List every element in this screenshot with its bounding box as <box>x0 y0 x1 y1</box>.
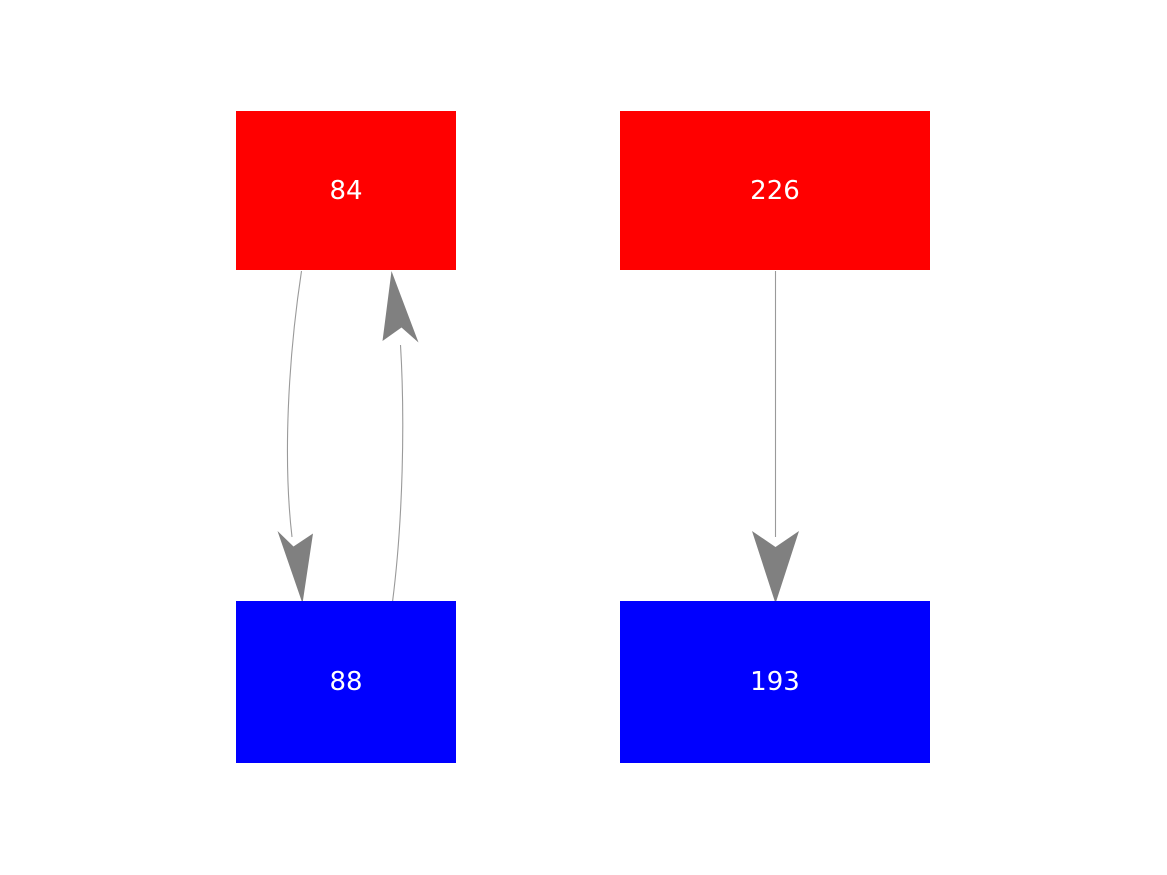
node-193-label: 193 <box>750 667 800 697</box>
node-84-label: 84 <box>329 175 363 206</box>
node-88[interactable]: 88 <box>236 601 456 763</box>
edge-84-to-88 <box>277 270 313 604</box>
node-88-label: 88 <box>329 667 363 697</box>
edge-84-to-88-arrowhead <box>277 531 313 604</box>
edge-88-to-84 <box>382 271 419 603</box>
edge-88-to-84-line <box>391 344 404 603</box>
edge-226-to-193-arrowhead <box>752 531 799 604</box>
node-226-label: 226 <box>750 175 800 206</box>
edge-88-to-84-arrowhead <box>382 271 419 343</box>
edge-84-to-88-line <box>286 270 303 538</box>
edge-226-to-193 <box>752 271 799 604</box>
node-84[interactable]: 84 <box>236 111 456 270</box>
node-193[interactable]: 193 <box>620 601 930 763</box>
node-226[interactable]: 226 <box>620 111 930 270</box>
